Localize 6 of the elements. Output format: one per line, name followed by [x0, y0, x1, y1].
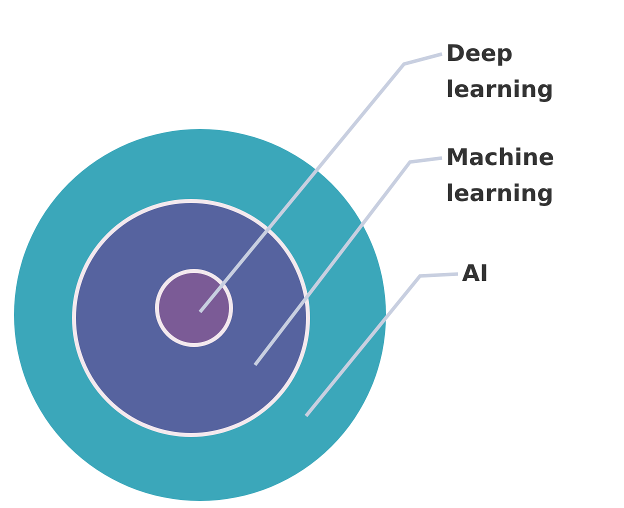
- leader-line: [254, 156, 442, 366]
- leader-line: [198, 52, 442, 314]
- leader-line: [304, 272, 458, 418]
- term-label: AI: [462, 256, 624, 292]
- term-label: Machine learning: [446, 140, 616, 212]
- term-label: Deep learning: [446, 36, 616, 108]
